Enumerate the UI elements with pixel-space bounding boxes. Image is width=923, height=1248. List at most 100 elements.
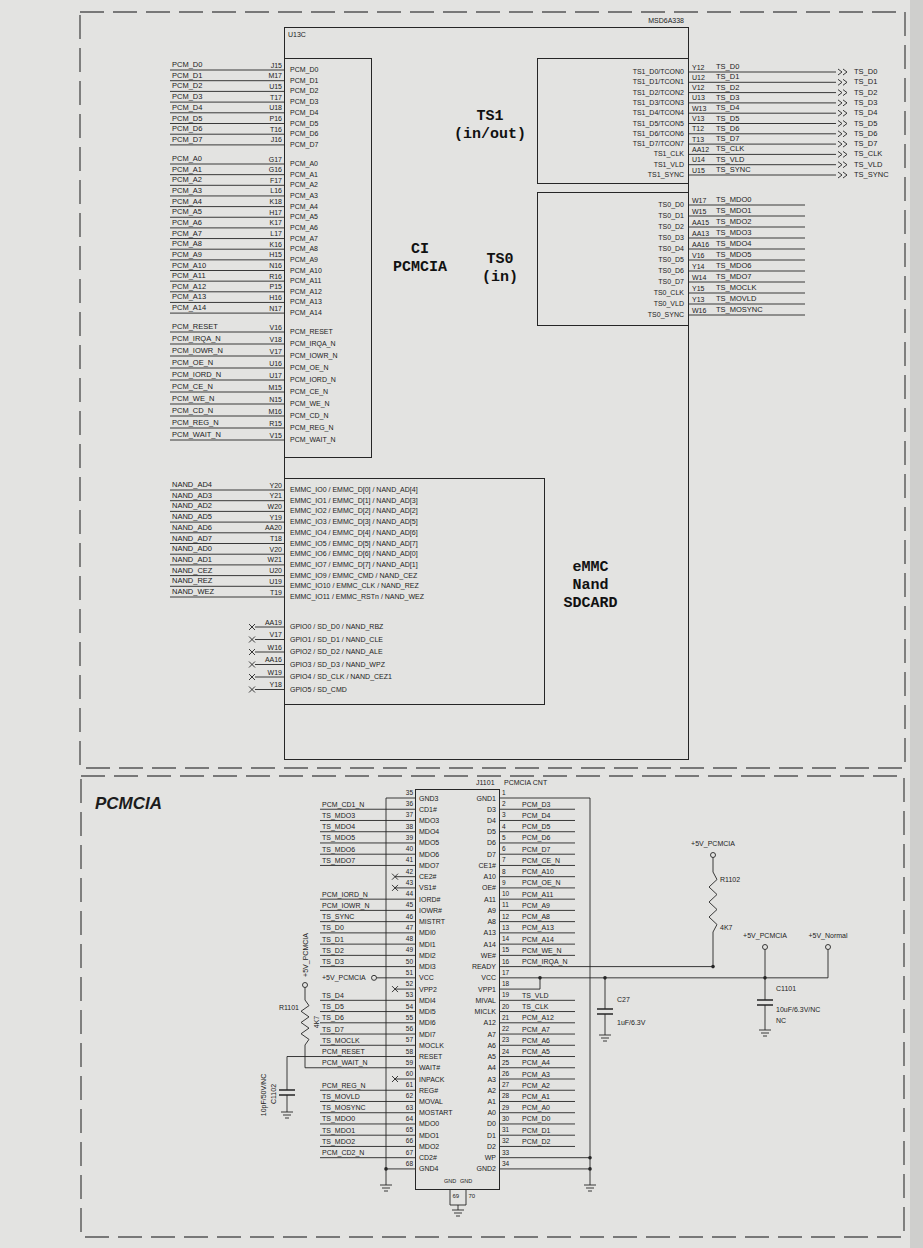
pin-name: READY <box>472 963 496 970</box>
pin-number: K18 <box>270 198 282 205</box>
pin-name: CD1# <box>419 806 437 813</box>
block-title: eMMC Nand SDCARD <box>558 559 623 613</box>
wire <box>320 932 415 933</box>
pin-name: PCM_A4 <box>290 203 318 210</box>
pin-name: MDI1 <box>419 941 436 948</box>
capacitor-symbol <box>279 1090 295 1095</box>
net-name: PCM_WAIT_N <box>322 1059 368 1066</box>
part-value: 4K7 <box>720 924 732 931</box>
net-name: PCM_A2 <box>172 176 202 184</box>
pin-number: V12 <box>692 84 704 91</box>
pin-name: A2 <box>487 1087 496 1094</box>
pin-name: A4 <box>487 1064 496 1071</box>
net-name: TS_D1 <box>716 73 739 81</box>
pin-number: 1 <box>502 790 506 797</box>
net-name: PCM_IORD_N <box>172 371 221 379</box>
wire <box>689 92 836 93</box>
net-name: PCM_IRQA_N <box>522 958 568 965</box>
wire <box>320 854 415 855</box>
pin-name: D4 <box>487 817 496 824</box>
net-name: TS_D5 <box>716 115 739 123</box>
pin-number: 48 <box>406 936 413 943</box>
wire <box>500 1146 575 1147</box>
net-name: PCM_A12 <box>522 1014 554 1021</box>
pin-number: 66 <box>406 1138 413 1145</box>
pin-number: L16 <box>270 187 282 194</box>
pin-name: PCM_CD_N <box>290 412 329 419</box>
pin-name: VS1# <box>419 884 436 891</box>
pin-name: TS1_D5/TCON5 <box>633 120 684 127</box>
net-name: TS_VLD <box>522 992 548 999</box>
pin-number: 27 <box>502 1082 509 1089</box>
net-name: PCM_D3 <box>172 93 202 101</box>
pin-name: GPIO5 / SD_CMD <box>290 686 347 693</box>
pin-number: 14 <box>502 936 509 943</box>
wire <box>170 368 284 369</box>
pin-number: U15 <box>269 83 282 90</box>
net-name: TS_MDO1 <box>322 1127 355 1134</box>
pin-number: W14 <box>692 274 706 281</box>
part-ref: R1101 <box>279 1004 299 1011</box>
net-name: PCM_IOWR_N <box>172 347 223 355</box>
wire <box>170 416 284 417</box>
block-title: TS1 (in/out) <box>450 108 530 144</box>
pin-number: 38 <box>406 824 413 831</box>
pin-number: W17 <box>692 197 706 204</box>
pin-name: PCM_A11 <box>290 277 321 284</box>
net-name: PCM_A9 <box>522 902 550 909</box>
offpage-connector <box>838 69 847 75</box>
pin-number: 45 <box>406 902 413 909</box>
wire <box>713 858 714 873</box>
pin-number: 22 <box>502 1026 509 1033</box>
pin-number: 42 <box>406 869 413 876</box>
wire <box>500 932 575 933</box>
net-name: PCM_A3 <box>172 187 202 195</box>
net-name: PCM_A14 <box>522 936 554 943</box>
pin-number: Y19 <box>270 514 282 521</box>
pin-name: MDI5 <box>419 1008 436 1015</box>
pin-name: EMMC_IO2 / EMMC_D[2] / NAND_AD[2] <box>290 507 418 514</box>
pin-name: GND1 <box>477 795 496 802</box>
wire <box>320 921 415 922</box>
net-name: NAND_AD3 <box>172 492 212 500</box>
pin-number: AA13 <box>692 230 709 237</box>
pin-name: TS1_D6/TCON6 <box>633 130 684 137</box>
pin-name: PCM_CE_N <box>290 388 328 395</box>
pin-name: VCC <box>419 974 434 981</box>
offpage-connector <box>838 100 847 106</box>
net-name: PCM_D4 <box>522 812 550 819</box>
pin-name: A13 <box>484 929 496 936</box>
wire <box>170 428 284 429</box>
net-name: PCM_OE_N <box>172 359 213 367</box>
wire <box>170 302 284 303</box>
pin-name: PCM_WE_N <box>290 400 330 407</box>
wire <box>500 1000 575 1001</box>
wire <box>500 865 575 866</box>
net-name: PCM_A0 <box>172 155 202 163</box>
net-name: PCM_RESET <box>322 1048 365 1055</box>
pin-name: PCM_IOWR_N <box>290 352 337 359</box>
pin-name: TS1_D2/TCON2 <box>633 89 684 96</box>
pin-number: 34 <box>502 1161 509 1168</box>
part-ref: C1102 <box>270 1084 277 1104</box>
wire <box>689 271 805 272</box>
wire <box>500 1056 575 1057</box>
pin-name: PCM_D3 <box>290 98 318 105</box>
pin-number: 33 <box>502 1150 509 1157</box>
pin-number: T19 <box>270 589 282 596</box>
pin-name: D2 <box>487 1143 496 1150</box>
pin-name: EMMC_IO1 / EMMC_D[1] / NAND_AD[3] <box>290 497 418 504</box>
pin-name: TS0_D0 <box>658 201 684 208</box>
wire <box>689 164 836 165</box>
wire <box>170 500 284 501</box>
pin-name: PCM_RESET <box>290 328 333 335</box>
pin-number: 57 <box>406 1037 413 1044</box>
pin-name: MDO0 <box>419 1120 439 1127</box>
net-name: PCM_REG_N <box>322 1082 366 1089</box>
wire <box>689 82 836 83</box>
pin-number: V15 <box>270 432 282 439</box>
net-name: PCM_CE_N <box>172 383 213 391</box>
pin-name: PCM_D4 <box>290 109 318 116</box>
wire <box>320 1112 415 1113</box>
pin-number: T12 <box>692 125 704 132</box>
